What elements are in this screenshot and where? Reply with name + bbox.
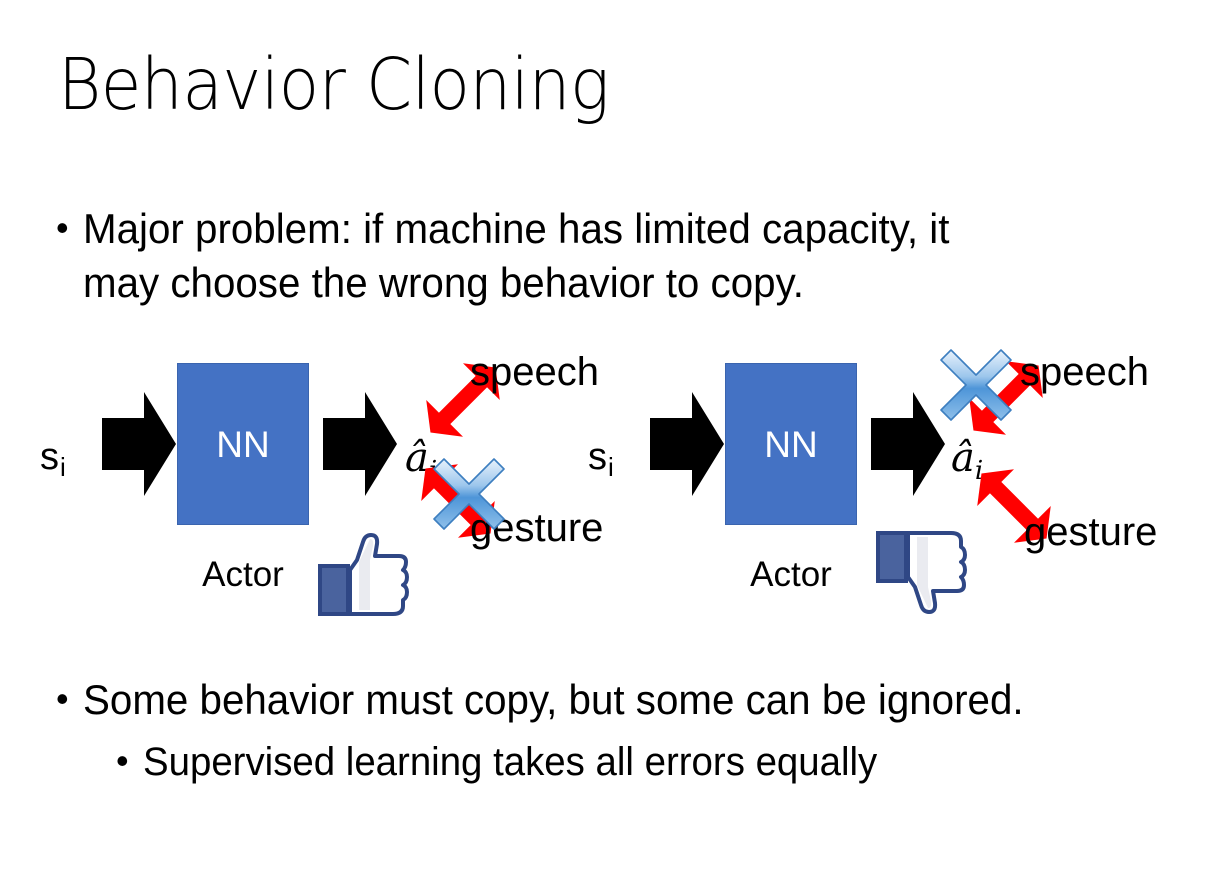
bullet-marker-icon: • <box>116 740 129 781</box>
output-arrow-icon-left <box>321 388 399 500</box>
bullet-item-supervised-learning: • Supervised learning takes all errors e… <box>116 735 1176 789</box>
action-symbol-right: âi <box>951 435 984 486</box>
diagram-left-good-case: si NN Actor âi <box>20 340 620 640</box>
nn-box-right: NN <box>725 363 857 525</box>
state-label-right: si <box>588 436 614 483</box>
bullet-text: Major problem: if machine has limited ca… <box>82 205 950 306</box>
page-title: Behavior Cloning <box>58 43 610 126</box>
bullet-marker-icon: • <box>56 678 69 719</box>
gesture-label-right: gesture <box>1024 510 1158 554</box>
thumbs-down-icon-right <box>873 525 969 617</box>
gesture-arrow-icon-right <box>966 458 1062 554</box>
input-arrow-icon-left <box>100 388 178 500</box>
output-arrow-icon-right <box>869 388 947 500</box>
actor-caption-right: Actor <box>750 555 832 594</box>
speech-label-right: speech <box>1020 350 1149 394</box>
bullet-item-some-behavior: • Some behavior must copy, but some can … <box>56 673 1176 727</box>
diagram-right-bad-case: si NN Actor âi <box>568 340 1168 640</box>
cross-out-icon-gesture-left <box>432 457 506 531</box>
bullet-text: Supervised learning takes all errors equ… <box>142 740 877 784</box>
nn-label-left: NN <box>216 423 270 465</box>
state-label-left: si <box>40 436 66 483</box>
bullet-text: Some behavior must copy, but some can be… <box>82 676 1024 723</box>
bullet-marker-icon: • <box>56 207 69 248</box>
nn-box-left: NN <box>177 363 309 525</box>
actor-caption-left: Actor <box>202 555 284 594</box>
input-arrow-icon-right <box>648 388 726 500</box>
speech-label-left: speech <box>470 350 599 394</box>
bullet-item-major-problem: • Major problem: if machine has limited … <box>56 202 1156 310</box>
thumbs-up-icon-left <box>315 530 411 622</box>
cross-out-icon-speech-right <box>939 348 1013 422</box>
nn-label-right: NN <box>764 423 818 465</box>
speech-arrow-icon-left <box>415 352 511 448</box>
